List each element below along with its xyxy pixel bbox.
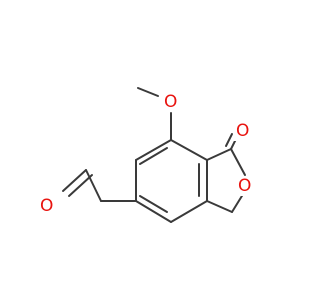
lactone-carbonyl-oxygen-bond xyxy=(230,148,246,176)
aldehyde-oxygen-label-bg xyxy=(37,196,57,216)
ring-bond-1 xyxy=(135,139,172,161)
carbonyl-oxygen-label: O xyxy=(236,121,249,141)
methoxy-oxygen-label: O xyxy=(164,92,177,112)
carbonyl-double-bond-2 xyxy=(225,133,233,147)
ring-oxygen-label: O xyxy=(238,176,251,196)
carbonyl-oxygen-label-bg xyxy=(233,121,253,141)
lactone-carbonyl-bond xyxy=(206,148,232,161)
ring-bond-6 xyxy=(170,139,208,161)
ring-bond-4 xyxy=(170,200,208,223)
aldehyde-double-bond xyxy=(68,174,93,197)
molecule-structure: O O O O xyxy=(37,87,255,223)
methoxy-methyl-bond xyxy=(137,87,159,97)
ring-bond-1-double xyxy=(139,147,168,165)
ring-bond-3 xyxy=(135,200,172,223)
aldehyde-bond xyxy=(62,169,87,192)
aldehyde-oxygen-label: O xyxy=(40,196,53,216)
lactone-methylene-bond xyxy=(206,200,233,213)
molecule-canvas: O O O O xyxy=(37,87,255,223)
ring-oxygen-label-bg xyxy=(235,176,255,196)
methoxy-oxygen-label-bg xyxy=(161,91,181,111)
ring-bond-3-double xyxy=(139,195,168,213)
side-chain-bond-2 xyxy=(85,169,102,202)
